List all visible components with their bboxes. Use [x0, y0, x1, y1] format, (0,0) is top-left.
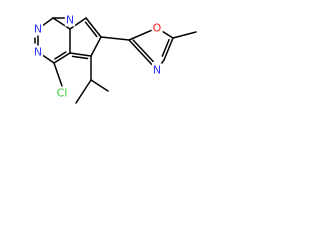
bond [42, 17, 54, 27]
bond [90, 79, 109, 92]
bond [100, 36, 130, 41]
bond [128, 29, 153, 41]
label-halo [151, 63, 163, 77]
label-halo [32, 22, 44, 36]
nitrogen-atom-label: N [34, 46, 42, 59]
label-halo [32, 45, 44, 59]
label-halo [151, 21, 163, 35]
bond [161, 38, 170, 57]
molecule-diagram: N N N O N Cl [32, 13, 197, 104]
bond [128, 39, 154, 67]
bond [53, 62, 63, 87]
bond [52, 17, 71, 30]
bond [132, 39, 154, 63]
bond [69, 52, 92, 57]
bond [163, 37, 174, 61]
chlorine-atom-label: Cl [57, 87, 68, 100]
bond [85, 17, 102, 38]
bond [71, 55, 89, 60]
label-halo [55, 86, 69, 100]
bond [54, 51, 67, 60]
nitrogen-atom-label: N [153, 64, 161, 77]
bond [53, 52, 71, 64]
nitrogen-atom-label: N [66, 14, 74, 27]
nitrogen-atom-label: N [34, 23, 42, 36]
bond [161, 30, 174, 39]
label-halo [64, 13, 76, 27]
atom-labels: N N N O N Cl [32, 13, 163, 100]
bonds [34, 17, 197, 104]
bond [90, 36, 102, 57]
oxygen-atom-label: O [153, 22, 162, 35]
bond [75, 79, 92, 104]
bond [42, 54, 55, 64]
bond [69, 17, 87, 30]
bond [172, 31, 197, 39]
bond [84, 21, 98, 38]
